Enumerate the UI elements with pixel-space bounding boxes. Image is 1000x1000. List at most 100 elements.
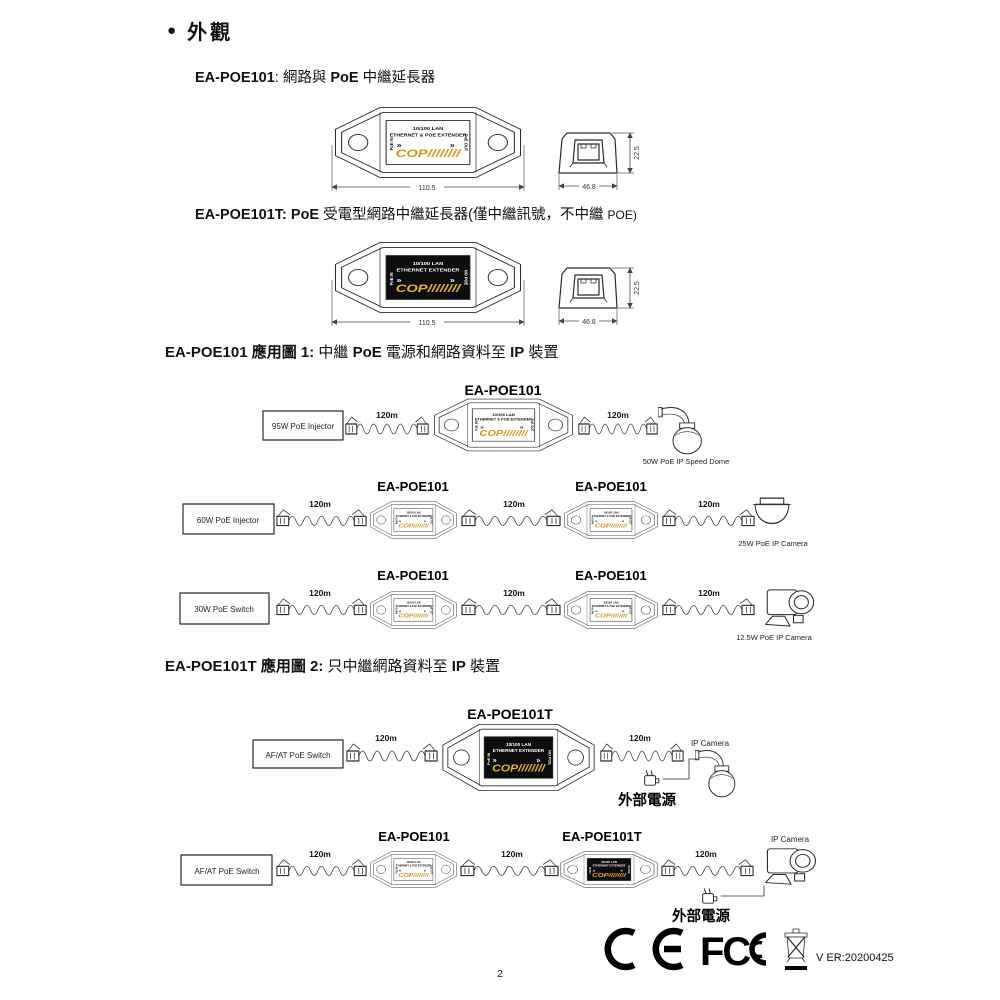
camera-label: IP Camera <box>691 739 730 748</box>
app1-text: 電源和網路資料至 <box>381 344 511 361</box>
ea-poe101-device <box>370 591 457 629</box>
product-name: EA-POE101T: PoE <box>195 207 320 223</box>
cable-length-label: 120m <box>309 588 331 598</box>
device-title: EA-POE101T <box>467 706 553 722</box>
width-dimension: 46.8 <box>582 184 596 191</box>
camera-caption: 12.5W PoE IP Camera <box>736 633 813 642</box>
ea-poe101-device <box>370 851 457 888</box>
bullet-camera <box>765 848 817 885</box>
ip-term: IP <box>451 658 466 675</box>
ea-poe101t-device <box>560 851 658 888</box>
ea-poe101t-drawing: 110.5 <box>331 241 525 327</box>
poe-term: PoE <box>352 344 382 361</box>
cable-length-label: 120m <box>375 733 397 743</box>
application-diagram-1-row-1: EA-POE101 95W PoE Injector 120m 120m 50W… <box>262 382 730 466</box>
source-label: AF/AT PoE Switch <box>265 751 330 760</box>
poe-term: PoE <box>330 70 359 86</box>
dome-camera <box>752 497 792 525</box>
power-cord <box>662 758 698 780</box>
network-cable <box>662 598 755 616</box>
cable-length-label: 120m <box>695 849 717 859</box>
cable-length-label: 120m <box>501 849 523 859</box>
external-power-label: 外部電源 <box>672 907 730 925</box>
camera-caption: 50W PoE IP Speed Dome <box>643 457 730 466</box>
app1-title-bold: EA-POE101 應用圖 1: <box>165 344 315 361</box>
network-cable <box>346 743 438 762</box>
power-adapter-icon <box>702 888 718 904</box>
ea-poe101t-side-view: 46.8 22.5 <box>558 267 641 326</box>
application-diagram-1-row-3: EA-POE101 EA-POE101 30W PoE Switch 120m … <box>179 568 815 642</box>
network-cable <box>276 859 367 877</box>
source-label: 30W PoE Switch <box>194 605 254 614</box>
intro-text: 受電型網路中繼延長器(僅中繼訊號，不中繼 <box>319 207 608 223</box>
intro-text: : 網路與 <box>274 70 331 86</box>
intro-text-small: POE) <box>607 208 637 222</box>
source-box <box>252 739 344 769</box>
speed-dome-camera <box>658 407 702 455</box>
cable-length-label: 120m <box>376 410 398 420</box>
source-box <box>180 854 273 886</box>
network-cable <box>460 859 559 877</box>
cable-length-label: 120m <box>309 849 331 859</box>
length-dimension: 110.5 <box>419 320 436 327</box>
fcc-mark-icon: FC <box>700 930 767 974</box>
network-cable <box>276 509 367 527</box>
application-diagram-2-row-1: EA-POE101T AF/AT PoE Switch 120m 120m IP… <box>252 706 736 809</box>
ea-poe101-device <box>564 501 658 539</box>
source-label: 60W PoE Injector <box>197 516 260 525</box>
bullet-camera <box>764 589 815 627</box>
ce-mark-icon <box>604 927 684 971</box>
section-heading: ● 外觀 <box>167 16 233 45</box>
application-heading-1: EA-POE101 應用圖 1: 中繼 PoE 電源和網路資料至 IP 裝置 <box>165 341 558 362</box>
section-title: 外觀 <box>187 22 234 44</box>
length-dimension: 110.5 <box>419 185 436 192</box>
cable-length-label: 120m <box>309 499 331 509</box>
device-title: EA-POE101T <box>562 829 642 844</box>
network-cable <box>600 743 684 762</box>
device-title: EA-POE101 <box>377 568 449 583</box>
ip-term: IP <box>510 344 525 361</box>
cable-length-label: 120m <box>503 588 525 598</box>
cable-length-label: 120m <box>503 499 525 509</box>
application-heading-2: EA-POE101T 應用圖 2: 只中繼網路資料至 IP 裝置 <box>165 655 500 676</box>
ea-poe101-top-view <box>334 106 522 179</box>
source-box <box>179 592 270 625</box>
network-cable <box>662 509 755 527</box>
width-dimension: 46.8 <box>582 319 596 326</box>
weee-bin-icon <box>784 928 808 970</box>
ea-poe101t-top-view <box>334 241 522 314</box>
external-power-label: 外部電源 <box>618 791 676 809</box>
device-title: EA-POE101 <box>575 479 647 494</box>
speed-dome-camera <box>695 750 736 798</box>
app2-text: 只中繼網路資料至 <box>323 658 452 675</box>
camera-label: IP Camera <box>771 835 810 844</box>
page-number: 2 <box>497 968 503 980</box>
intro-text: 中繼延長器 <box>358 70 436 86</box>
ea-poe101-drawing: 110.5 <box>331 106 525 192</box>
cable-length-label: 120m <box>629 733 651 743</box>
device-title: EA-POE101 <box>378 829 450 844</box>
ea-poe101t-device <box>442 723 595 792</box>
network-cable <box>461 598 561 616</box>
application-diagram-1-row-2: EA-POE101 EA-POE101 60W PoE Injector 120… <box>182 479 809 548</box>
product-name: EA-POE101 <box>195 70 275 86</box>
source-box <box>182 503 275 535</box>
cable-length-label: 120m <box>698 499 720 509</box>
ea-poe101-device <box>370 501 457 539</box>
ea-poe101-device <box>564 591 658 629</box>
fcc-letters: FC <box>700 930 750 974</box>
device-title: EA-POE101 <box>575 568 647 583</box>
cable-length-label: 120m <box>698 588 720 598</box>
product-intro-ea-poe101t: EA-POE101T: PoE 受電型網路中繼延長器(僅中繼訊號，不中繼 POE… <box>195 203 637 224</box>
bullet-icon: ● <box>167 22 177 39</box>
cable-length-label: 120m <box>607 410 629 420</box>
height-dimension: 22.5 <box>634 281 641 295</box>
source-label: 95W PoE Injector <box>272 422 335 431</box>
height-dimension: 22.5 <box>634 146 641 160</box>
app1-text: 中繼 <box>314 344 353 361</box>
device-title: EA-POE101 <box>377 479 449 494</box>
camera-caption: 25W PoE IP Camera <box>738 539 808 548</box>
network-cable <box>461 509 561 527</box>
network-cable <box>661 859 754 877</box>
